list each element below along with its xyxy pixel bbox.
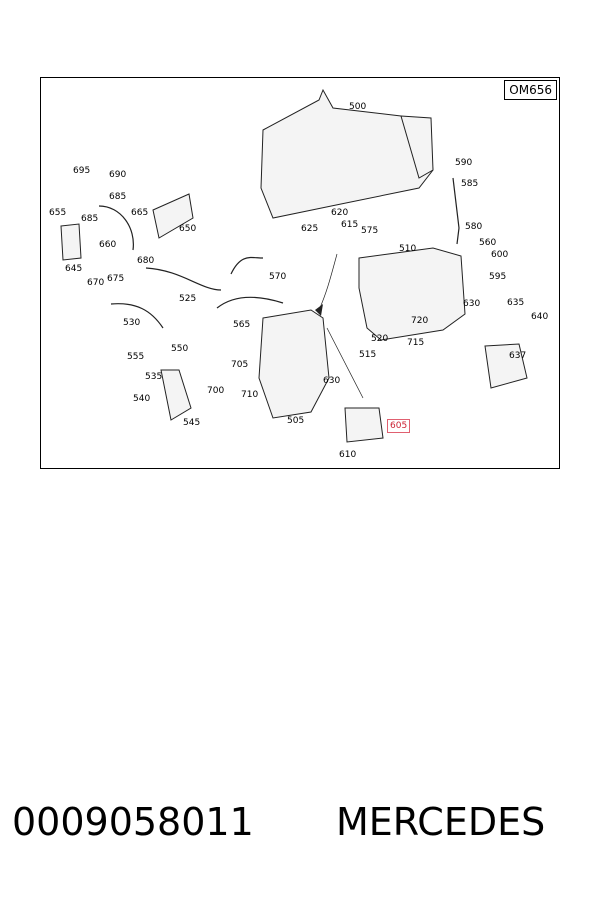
callout-575: 575 bbox=[361, 226, 379, 236]
callout-615: 615 bbox=[341, 220, 359, 230]
callout-685-b: 685 bbox=[81, 214, 99, 224]
callout-685-a: 685 bbox=[109, 192, 127, 202]
callout-645: 645 bbox=[65, 264, 83, 274]
callout-605-highlighted[interactable]: 605 bbox=[387, 419, 411, 433]
callout-710: 710 bbox=[241, 390, 259, 400]
leader-line bbox=[326, 327, 364, 399]
sensor-module bbox=[344, 407, 384, 443]
parts-diagram: OM656 500 505 510 515 520 525 530 535 54… bbox=[40, 77, 560, 469]
callout-720: 720 bbox=[411, 316, 429, 326]
callout-665: 665 bbox=[131, 208, 149, 218]
callout-545: 545 bbox=[183, 418, 201, 428]
callout-565: 565 bbox=[233, 320, 251, 330]
callout-650: 650 bbox=[179, 224, 197, 234]
callout-620: 620 bbox=[331, 208, 349, 218]
dpf-outlet-flange-upper bbox=[400, 115, 434, 179]
dpf-housing-upper bbox=[260, 88, 434, 219]
callout-560: 560 bbox=[479, 238, 497, 248]
callout-530: 530 bbox=[123, 318, 141, 328]
dpf-housing-lower bbox=[358, 247, 466, 341]
callout-680-a: 680 bbox=[137, 256, 155, 266]
callout-630-right: 630 bbox=[463, 299, 481, 309]
pipe-525 bbox=[145, 267, 222, 291]
callout-515: 515 bbox=[359, 350, 377, 360]
callout-550: 550 bbox=[171, 344, 189, 354]
callout-637: 637 bbox=[509, 351, 527, 361]
bracket-655 bbox=[60, 223, 82, 261]
flow-arrow-head bbox=[315, 304, 323, 316]
callout-630-center: 630 bbox=[323, 376, 341, 386]
brand-name: MERCEDES bbox=[336, 800, 546, 844]
callout-600: 600 bbox=[491, 250, 509, 260]
callout-590-top: 590 bbox=[455, 158, 473, 168]
callout-535: 535 bbox=[145, 372, 163, 382]
pipe-570 bbox=[230, 256, 264, 275]
callout-540: 540 bbox=[133, 394, 151, 404]
part-number: 0009058011 bbox=[12, 800, 254, 844]
callout-595: 595 bbox=[489, 272, 507, 282]
callout-610: 610 bbox=[339, 450, 357, 460]
callout-505: 505 bbox=[287, 416, 305, 426]
egr-valve-637 bbox=[484, 343, 528, 389]
bracket-650 bbox=[152, 193, 194, 239]
callout-670: 670 bbox=[87, 278, 105, 288]
callout-690: 690 bbox=[109, 170, 127, 180]
callout-500: 500 bbox=[349, 102, 367, 112]
callout-520: 520 bbox=[371, 334, 389, 344]
callout-580: 580 bbox=[465, 222, 483, 232]
callout-585: 585 bbox=[461, 179, 479, 189]
diagram-drawing bbox=[60, 88, 528, 443]
callout-510: 510 bbox=[399, 244, 417, 254]
callout-640: 640 bbox=[531, 312, 549, 322]
callout-695: 695 bbox=[73, 166, 91, 176]
callout-625: 625 bbox=[301, 224, 319, 234]
pipe-685 bbox=[98, 205, 134, 251]
callout-555: 555 bbox=[127, 352, 145, 362]
footer: 0009058011 MERCEDES bbox=[0, 800, 600, 860]
callout-635: 635 bbox=[507, 298, 525, 308]
callout-700: 700 bbox=[207, 386, 225, 396]
callout-570: 570 bbox=[269, 272, 287, 282]
flow-arrow bbox=[318, 253, 338, 311]
callout-705: 705 bbox=[231, 360, 249, 370]
pipe-565 bbox=[216, 296, 284, 309]
bracket-535 bbox=[160, 369, 192, 421]
pipe-530 bbox=[110, 303, 164, 329]
callout-655: 655 bbox=[49, 208, 67, 218]
engine-code-box: OM656 bbox=[504, 80, 557, 100]
catalyst-body bbox=[258, 309, 330, 419]
callout-525: 525 bbox=[179, 294, 197, 304]
callout-675: 675 bbox=[107, 274, 125, 284]
pipe-580 bbox=[452, 177, 460, 245]
callout-715: 715 bbox=[407, 338, 425, 348]
callout-660: 660 bbox=[99, 240, 117, 250]
